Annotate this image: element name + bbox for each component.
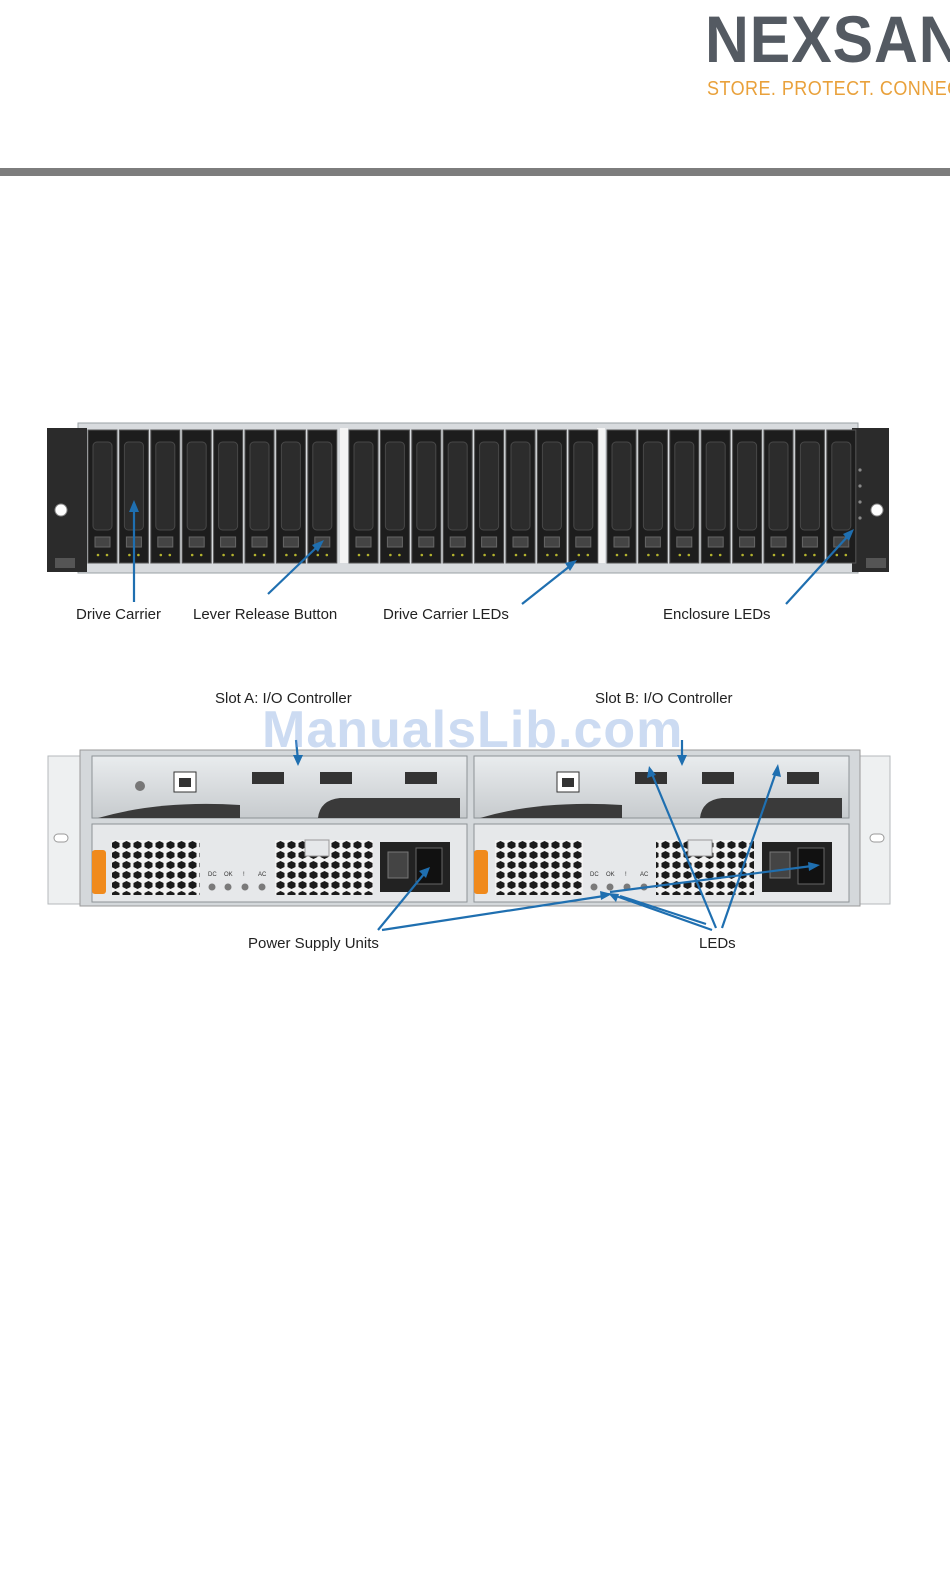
drive-carrier: [764, 430, 793, 563]
power-supply-units-label: Power Supply Units: [248, 935, 379, 952]
controller-slot-a: [92, 756, 467, 818]
drive-carrier: [537, 430, 566, 563]
psu-b-dc-marking: DC: [590, 872, 599, 878]
drive-carrier: [88, 430, 117, 563]
drive-carrier: [412, 430, 441, 563]
drive-carrier-label: Drive Carrier: [76, 606, 161, 623]
drive-carrier: [569, 430, 598, 563]
lever-release-button-label: Lever Release Button: [193, 606, 337, 623]
power-supply-b: [474, 824, 849, 902]
watermark: ManualsLib.com: [262, 700, 683, 760]
drive-carrier: [182, 430, 211, 563]
drive-carrier: [214, 430, 243, 563]
drive-carrier: [349, 430, 378, 563]
leds-label: LEDs: [699, 935, 736, 952]
psu-a-ok-marking: OK: [224, 872, 233, 878]
psu-b-ac-marking: AC: [640, 872, 649, 878]
psu-a-dc-marking: DC: [208, 872, 217, 878]
drive-carrier: [795, 430, 824, 563]
drive-carrier: [733, 430, 762, 563]
controller-slot-b: [474, 756, 849, 818]
psu-a-ac-marking: AC: [258, 872, 267, 878]
drive-carrier: [245, 430, 274, 563]
drive-carrier: [506, 430, 535, 563]
drive-carrier: [443, 430, 472, 563]
drive-carrier: [701, 430, 730, 563]
drive-carrier: [638, 430, 667, 563]
drive-carrier: [380, 430, 409, 563]
drive-carrier-leds-label: Drive Carrier LEDs: [383, 606, 509, 623]
drive-carrier: [151, 430, 180, 563]
drive-carriers: [88, 430, 856, 563]
drive-carrier: [475, 430, 504, 563]
psu-b-ok-marking: OK: [606, 872, 615, 878]
drive-carrier: [670, 430, 699, 563]
enclosure-leds-label: Enclosure LEDs: [663, 606, 771, 623]
drive-carrier: [607, 430, 636, 563]
drive-carrier: [276, 430, 305, 563]
